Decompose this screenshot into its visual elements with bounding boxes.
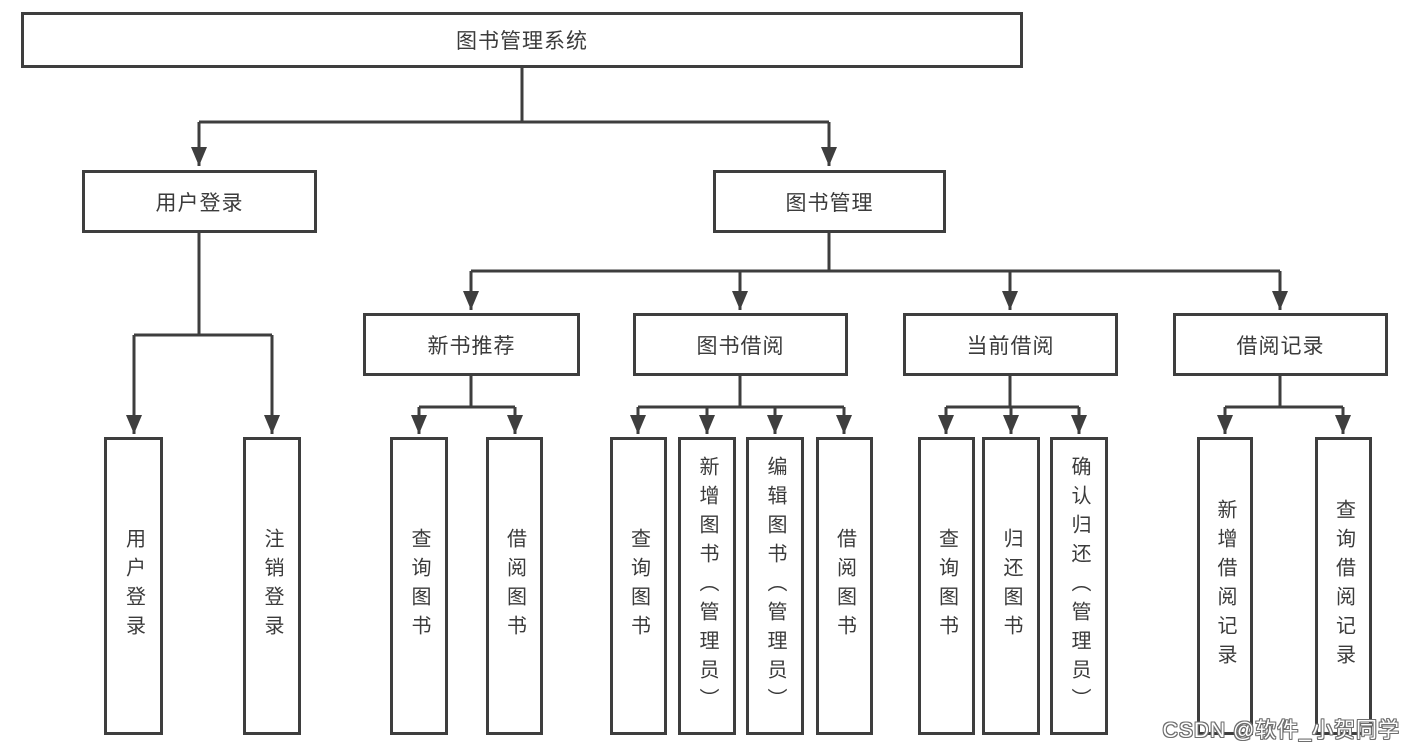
node-label: 查询图书	[935, 528, 958, 644]
node-leaf-add-book-admin: 新增图书（管理员）	[678, 437, 736, 735]
node-label: 查询图书	[408, 528, 430, 644]
node-book-borrow: 图书借阅	[633, 313, 848, 376]
node-leaf-borrow-book-borrow: 借阅图书	[816, 437, 873, 735]
node-label: 归还图书	[1000, 528, 1022, 644]
node-root-system: 图书管理系统	[21, 12, 1023, 68]
node-leaf-query-borrow-record: 查询借阅记录	[1315, 437, 1372, 735]
node-label: 图书管理系统	[456, 30, 588, 53]
node-leaf-logout: 注销登录	[243, 437, 301, 735]
node-label: 当前借阅	[966, 334, 1055, 358]
node-label: 注销登录	[261, 528, 283, 644]
node-leaf-query-book-rec: 查询图书	[390, 437, 448, 735]
node-label: 新书推荐	[427, 334, 516, 358]
node-label: 用户登录	[122, 528, 145, 644]
edge-group	[126, 68, 1351, 434]
node-leaf-query-book-current: 查询图书	[918, 437, 975, 735]
node-label: 图书管理	[785, 191, 874, 215]
node-user-login: 用户登录	[82, 170, 317, 233]
node-label: 用户登录	[155, 191, 244, 215]
node-label: 查询图书	[627, 528, 650, 644]
node-new-book-rec: 新书推荐	[363, 313, 580, 376]
node-current-borrow: 当前借阅	[903, 313, 1118, 376]
node-label: 确认归还（管理员）	[1068, 455, 1090, 717]
node-label: 借阅图书	[833, 528, 856, 644]
node-label: 图书借阅	[696, 334, 785, 358]
node-leaf-user-login: 用户登录	[104, 437, 163, 735]
node-book-mgmt: 图书管理	[713, 170, 946, 233]
node-label: 编辑图书（管理员）	[764, 455, 786, 717]
node-leaf-query-book-borrow: 查询图书	[610, 437, 667, 735]
node-leaf-return-book: 归还图书	[982, 437, 1040, 735]
csdn-watermark: CSDN @软件_小贺同学	[1162, 719, 1400, 742]
node-leaf-borrow-book-rec: 借阅图书	[486, 437, 543, 735]
node-leaf-edit-book-admin: 编辑图书（管理员）	[746, 437, 804, 735]
node-leaf-add-borrow-record: 新增借阅记录	[1197, 437, 1253, 735]
node-label: 查询借阅记录	[1332, 499, 1355, 673]
node-label: 新增图书（管理员）	[696, 455, 718, 717]
node-label: 新增借阅记录	[1214, 499, 1236, 673]
node-borrow-records: 借阅记录	[1173, 313, 1388, 376]
node-label: 借阅记录	[1236, 334, 1325, 358]
node-label: 借阅图书	[503, 528, 526, 644]
node-leaf-confirm-return-admin: 确认归还（管理员）	[1050, 437, 1108, 735]
